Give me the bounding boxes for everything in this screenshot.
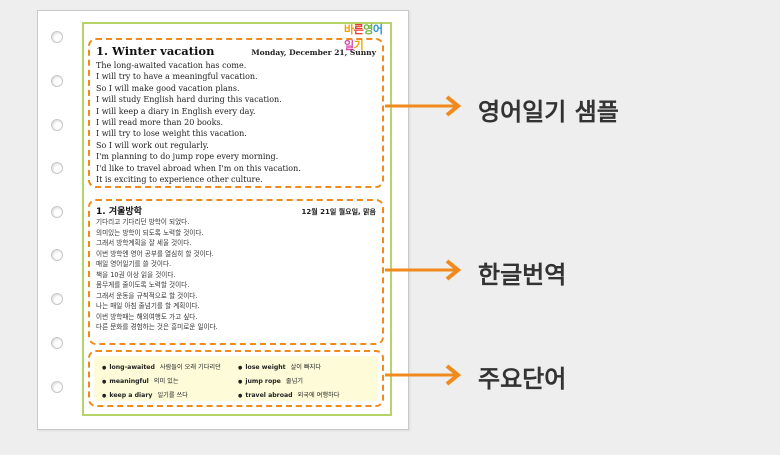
vocab-word: jump rope (245, 378, 281, 385)
bullet-icon: ● (102, 393, 107, 399)
korean-line: 그래서 운동을 규칙적으로 할 것이다. (96, 291, 198, 300)
english-line: So I will work out regularly. (96, 140, 209, 150)
binder-hole (51, 249, 63, 261)
binder-hole (51, 337, 63, 349)
bullet-icon: ● (102, 379, 107, 385)
vocab-meaning: 일기를 쓰다 (157, 392, 188, 399)
arrow-right-icon (385, 259, 462, 281)
english-line: The long-awaited vacation has come. (96, 61, 247, 70)
binder-hole (51, 381, 63, 393)
binder-hole (51, 119, 63, 131)
bullet-icon: ● (238, 379, 243, 385)
korean-line: 기다리고 기다리던 방학이 되었다. (96, 218, 190, 226)
vocab-word: meaningful (109, 378, 149, 385)
korean-line: 이번 방학때는 해외여행도 가고 싶다. (96, 312, 198, 321)
english-line: It is exciting to experience other cultu… (96, 175, 263, 185)
vocab-word: keep a diary (109, 392, 153, 399)
binder-hole (51, 206, 63, 218)
binder-hole (51, 75, 63, 87)
english-line: I will read more than 20 books. (96, 118, 224, 128)
english-line: I will try to have a meaningful vacation… (96, 72, 258, 82)
bullet-icon: ● (238, 393, 243, 399)
english-line: I will keep a diary in English every day… (96, 106, 256, 116)
vocab-word: travel abroad (245, 392, 293, 399)
korean-line: 매일 영어일기를 쓸 것이다. (96, 260, 172, 268)
vocab-item: ●lose weight 살이 빠지다 (238, 361, 378, 375)
vocab-word: long-awaited (109, 364, 155, 371)
korean-diary-date: 12월 21일 월요일, 맑음 (301, 208, 376, 216)
english-diary-title: 1. Winter vacation (96, 44, 215, 58)
english-line: I will try to lose weight this vacation. (96, 129, 247, 139)
korean-line: 몸무게를 줄이도록 노력할 것이다. (96, 281, 190, 289)
brand-logo: 바른영어일기 (344, 23, 383, 52)
binder-hole (51, 293, 63, 305)
vocab-item: ●keep a diary 일기를 쓰다 (102, 389, 238, 403)
bullet-icon: ● (102, 365, 107, 371)
vocab-item: ●meaningful 의미 있는 (102, 375, 238, 389)
korean-line: 이번 방학엔 영어 공부를 열심히 할 것이다. (96, 249, 214, 258)
vocab-meaning: 외국에 여행하다 (297, 392, 340, 399)
english-diary-box: 1. Winter vacation Monday, December 21, … (88, 38, 384, 188)
label-translation: 한글번역 (478, 261, 567, 289)
page-frame: 바른영어일기 1. Winter vacation Monday, Decemb… (82, 22, 392, 416)
label-sample: 영어일기 샘플 (478, 98, 619, 126)
vocab-item: ●long-awaited 사람들이 오래 기다리던 (102, 361, 238, 375)
vocab-meaning: 살이 빠지다 (290, 364, 322, 371)
korean-line: 책을 10권 이상 읽을 것이다. (96, 270, 176, 279)
english-line: I'd like to travel abroad when I'm on th… (96, 163, 301, 173)
korean-translation-box: 1. 겨울방학 12월 21일 월요일, 맑음 기다리고 기다리던 방학이 되었… (88, 199, 384, 345)
vocab-meaning: 줄넘기 (285, 378, 303, 385)
english-diary-date: Monday, December 21, Sunny (251, 48, 376, 57)
arrow-right-icon (385, 364, 462, 386)
vocab-item: ●travel abroad 외국에 여행하다 (238, 389, 378, 403)
vocab-meaning: 사람들이 오래 기다리던 (159, 364, 221, 371)
binder-hole (51, 31, 63, 43)
korean-line: 그래서 방학계획을 잘 세울 것이다. (96, 239, 192, 247)
vocab-word: lose weight (245, 364, 286, 371)
vocab-item: ●jump rope 줄넘기 (238, 375, 378, 389)
korean-line: 다른 문화를 경험하는 것은 흥미로운 일이다. (96, 323, 218, 331)
vocab-meaning: 의미 있는 (153, 378, 179, 385)
binder-hole (51, 162, 63, 174)
label-vocab: 주요단어 (478, 365, 567, 393)
arrow-right-icon (385, 95, 462, 117)
diary-sheet: 바른영어일기 1. Winter vacation Monday, Decemb… (37, 10, 409, 430)
korean-diary-title: 1. 겨울방학 (96, 207, 142, 217)
korean-line: 나는 매일 아침 줄넘기를 할 계획이다. (96, 302, 200, 310)
english-line: I will study English hard during this va… (96, 95, 282, 105)
bullet-icon: ● (238, 365, 243, 371)
english-line: I'm planning to do jump rope every morni… (96, 152, 279, 162)
english-line: So I will make good vacation plans. (96, 83, 240, 93)
korean-line: 의미있는 방학이 되도록 노력할 것이다. (96, 228, 204, 237)
